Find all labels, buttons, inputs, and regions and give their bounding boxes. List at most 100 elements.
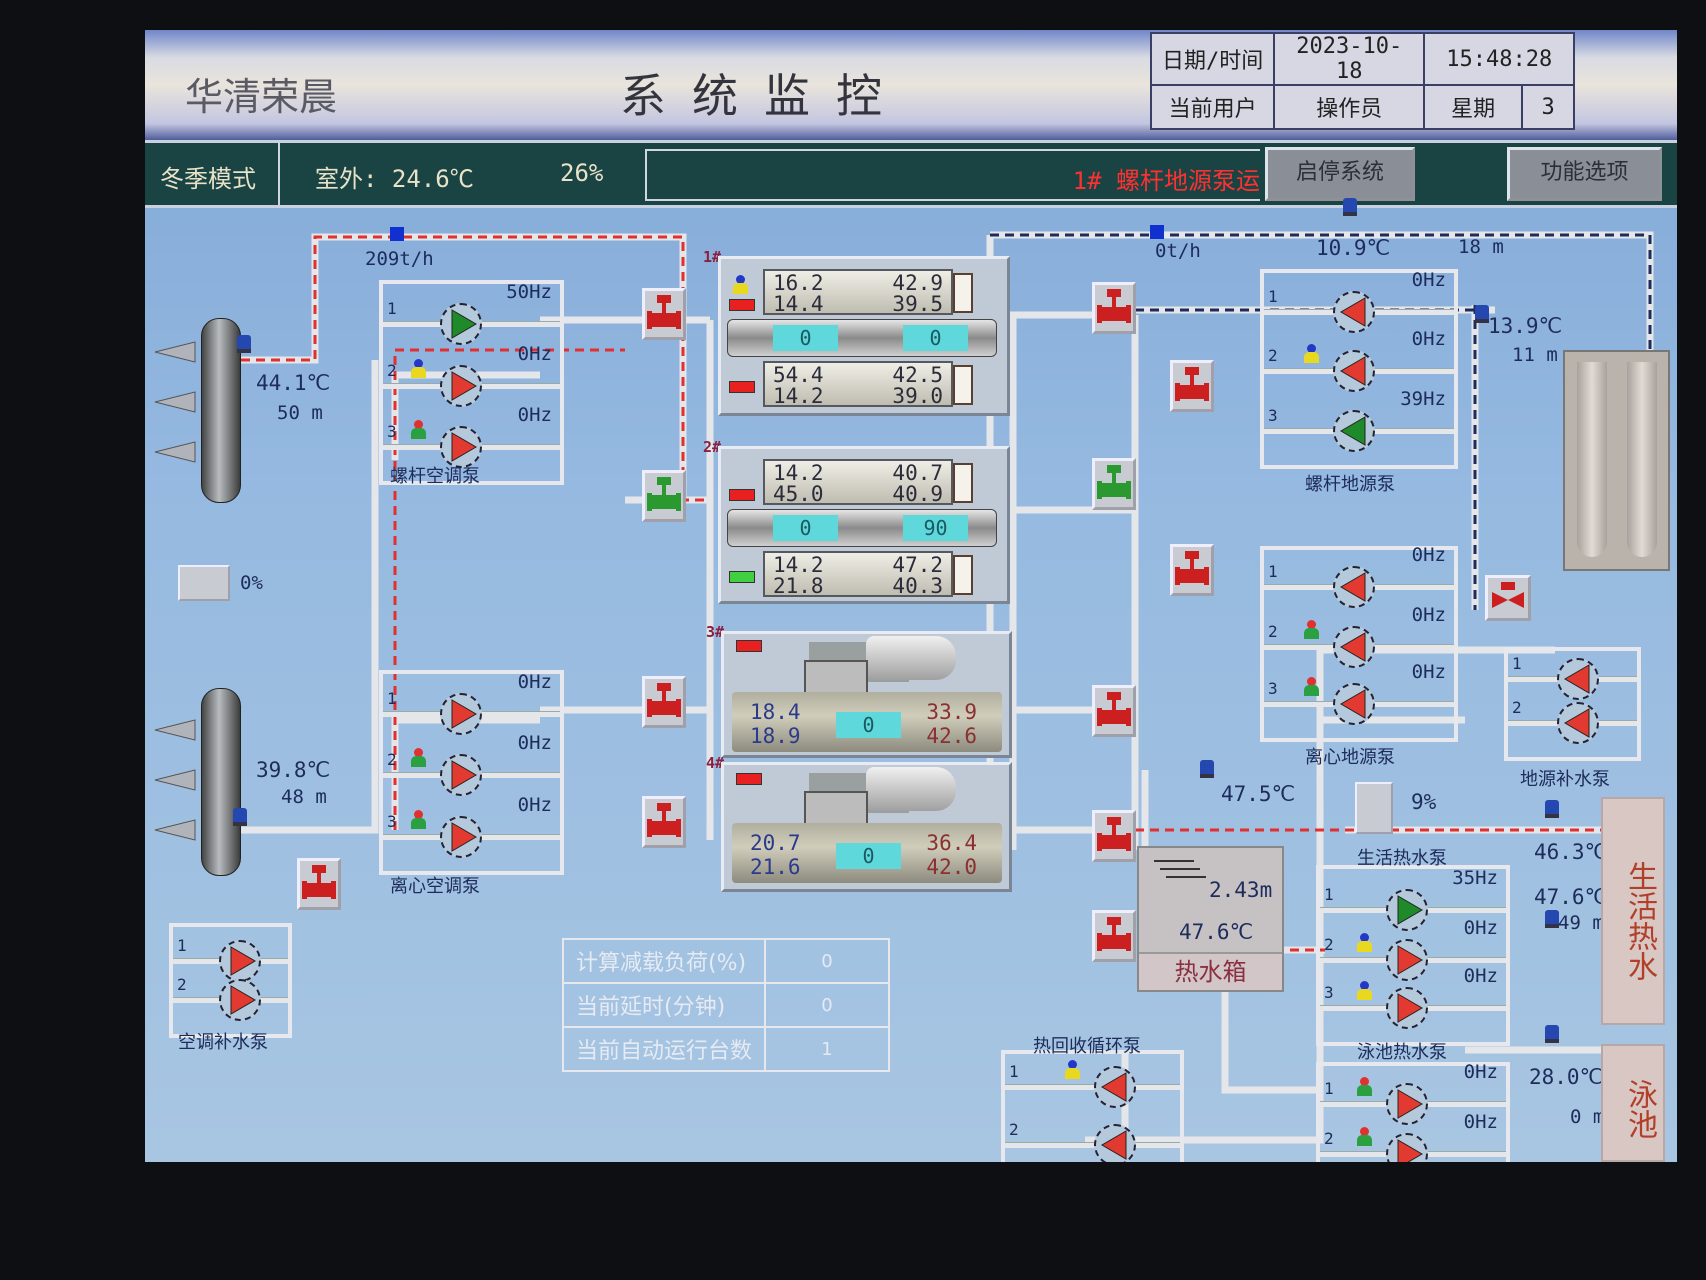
pump-heat-recovery-1[interactable] <box>1094 1066 1136 1108</box>
status-led <box>729 381 755 393</box>
pump-right-triangle-icon <box>230 946 256 976</box>
motorized-valve[interactable] <box>1170 544 1214 596</box>
pump-dhw-2[interactable] <box>1386 939 1428 981</box>
pump-screw-ground-3[interactable] <box>1333 410 1375 452</box>
function-options-button[interactable]: 功能选项 <box>1507 147 1662 201</box>
header: 华清荣晨 系统监控 日期/时间 2023-10-18 15:48:28 当前用户… <box>145 30 1677 140</box>
ac-supply-pressure: 50 m <box>277 402 323 424</box>
user-value: 操作员 <box>1273 84 1426 130</box>
person-head <box>414 748 423 757</box>
pump-pool-2[interactable] <box>1386 1133 1428 1162</box>
pump-number: 2 <box>1512 698 1522 717</box>
pump-centrifugal-ground-2[interactable] <box>1333 626 1375 668</box>
pump-centrifugal-ac-1[interactable] <box>440 693 482 735</box>
pump-frequency: 0Hz <box>1463 965 1498 987</box>
pump-ground-makeup-1[interactable] <box>1557 658 1599 700</box>
valve-icon <box>1175 551 1209 585</box>
pump-dhw-3[interactable] <box>1386 987 1428 1029</box>
chiller-reading: 14.2 <box>773 461 824 485</box>
pump-ground-makeup-2[interactable] <box>1557 702 1599 744</box>
pump-number: 2 <box>1324 1129 1334 1148</box>
pump-screw-ground-2[interactable] <box>1333 350 1375 392</box>
pump-screw-ac-2[interactable] <box>440 365 482 407</box>
chiller-id: 1# <box>703 248 722 266</box>
valve-icon <box>647 477 681 511</box>
pump-right-triangle-icon <box>451 699 477 729</box>
three-way-valve[interactable] <box>1485 575 1531 621</box>
pump-dhw-1[interactable] <box>1386 889 1428 931</box>
person-body <box>411 367 426 378</box>
pump-centrifugal-ground-1[interactable] <box>1333 566 1375 608</box>
return-manifold <box>201 688 241 876</box>
pump-ac-makeup-1[interactable] <box>219 940 261 982</box>
dhw-temp-1: 46.3℃ <box>1534 840 1609 864</box>
motorized-valve[interactable] <box>1170 360 1214 412</box>
pump-ac-makeup-2[interactable] <box>219 979 261 1021</box>
datetime-table: 日期/时间 2023-10-18 15:48:28 当前用户 操作员 星期 3 <box>1149 32 1576 130</box>
time-value: 15:48:28 <box>1423 32 1576 86</box>
pump-centrifugal-ac-3[interactable] <box>440 816 482 858</box>
info-label: 当前自动运行台数 <box>561 1026 767 1072</box>
pump-centrifugal-ac-2[interactable] <box>440 754 482 796</box>
pump-screw-ac-3[interactable] <box>440 426 482 468</box>
operator-yellow-icon <box>1304 344 1319 364</box>
pump-heat-recovery-2[interactable] <box>1094 1124 1136 1162</box>
pump-right-triangle-icon <box>451 432 477 462</box>
pump-number: 2 <box>387 361 397 380</box>
motorized-valve[interactable] <box>1092 810 1136 862</box>
pump-screw-ground-1[interactable] <box>1333 291 1375 333</box>
chiller-id: 3# <box>706 623 725 641</box>
chiller-id: 4# <box>706 754 725 772</box>
supply-manifold <box>201 318 241 503</box>
pump-number: 1 <box>1324 1079 1334 1098</box>
pump-right-triangle-icon <box>230 985 256 1015</box>
pump-frequency: 0Hz <box>1411 661 1446 683</box>
motorized-valve[interactable] <box>297 858 341 910</box>
pump-frequency: 0Hz <box>1463 917 1498 939</box>
person-body <box>1357 989 1372 1000</box>
pump-number: 1 <box>1324 885 1334 904</box>
pump-right-triangle-icon <box>1397 1139 1423 1162</box>
motorized-valve[interactable] <box>1092 458 1136 510</box>
pump-frequency: 0Hz <box>517 794 552 816</box>
chiller-load-2: 90 <box>903 515 968 541</box>
hot-water-valve-icon[interactable] <box>1355 782 1393 834</box>
motorized-valve[interactable] <box>1092 685 1136 737</box>
ground-well <box>1563 350 1670 571</box>
motorized-valve[interactable] <box>642 288 686 340</box>
operator-green-icon <box>1357 1077 1372 1097</box>
pump-frequency: 0Hz <box>517 404 552 426</box>
ground-temp-2: 13.9℃ <box>1488 314 1563 338</box>
user-label: 当前用户 <box>1149 84 1276 130</box>
pump-screw-ac-1[interactable] <box>440 303 482 345</box>
page-title: 系统监控 <box>620 69 908 123</box>
chiller-reading: 45.0 <box>773 482 824 506</box>
motorized-valve[interactable] <box>642 676 686 728</box>
pump-left-triangle-icon <box>1340 297 1366 327</box>
pump-centrifugal-ground-3[interactable] <box>1333 683 1375 725</box>
person-body <box>1357 941 1372 952</box>
motorized-valve[interactable] <box>642 796 686 848</box>
pressure-sensor-icon <box>1343 198 1357 216</box>
motorized-valve[interactable] <box>1092 282 1136 334</box>
brand-name: 华清荣晨 <box>185 75 338 119</box>
pump-pool-1[interactable] <box>1386 1083 1428 1125</box>
chiller-reading: 47.2 <box>892 553 943 577</box>
bypass-valve-icon[interactable] <box>178 565 230 601</box>
motorized-valve[interactable] <box>1092 910 1136 962</box>
pump-frequency: 0Hz <box>1411 269 1446 291</box>
pump-frequency: 0Hz <box>1411 604 1446 626</box>
valve-icon <box>647 683 681 717</box>
motorized-valve[interactable] <box>642 470 686 522</box>
start-stop-system-button[interactable]: 启停系统 <box>1265 147 1415 201</box>
pump-number: 1 <box>1268 287 1278 306</box>
